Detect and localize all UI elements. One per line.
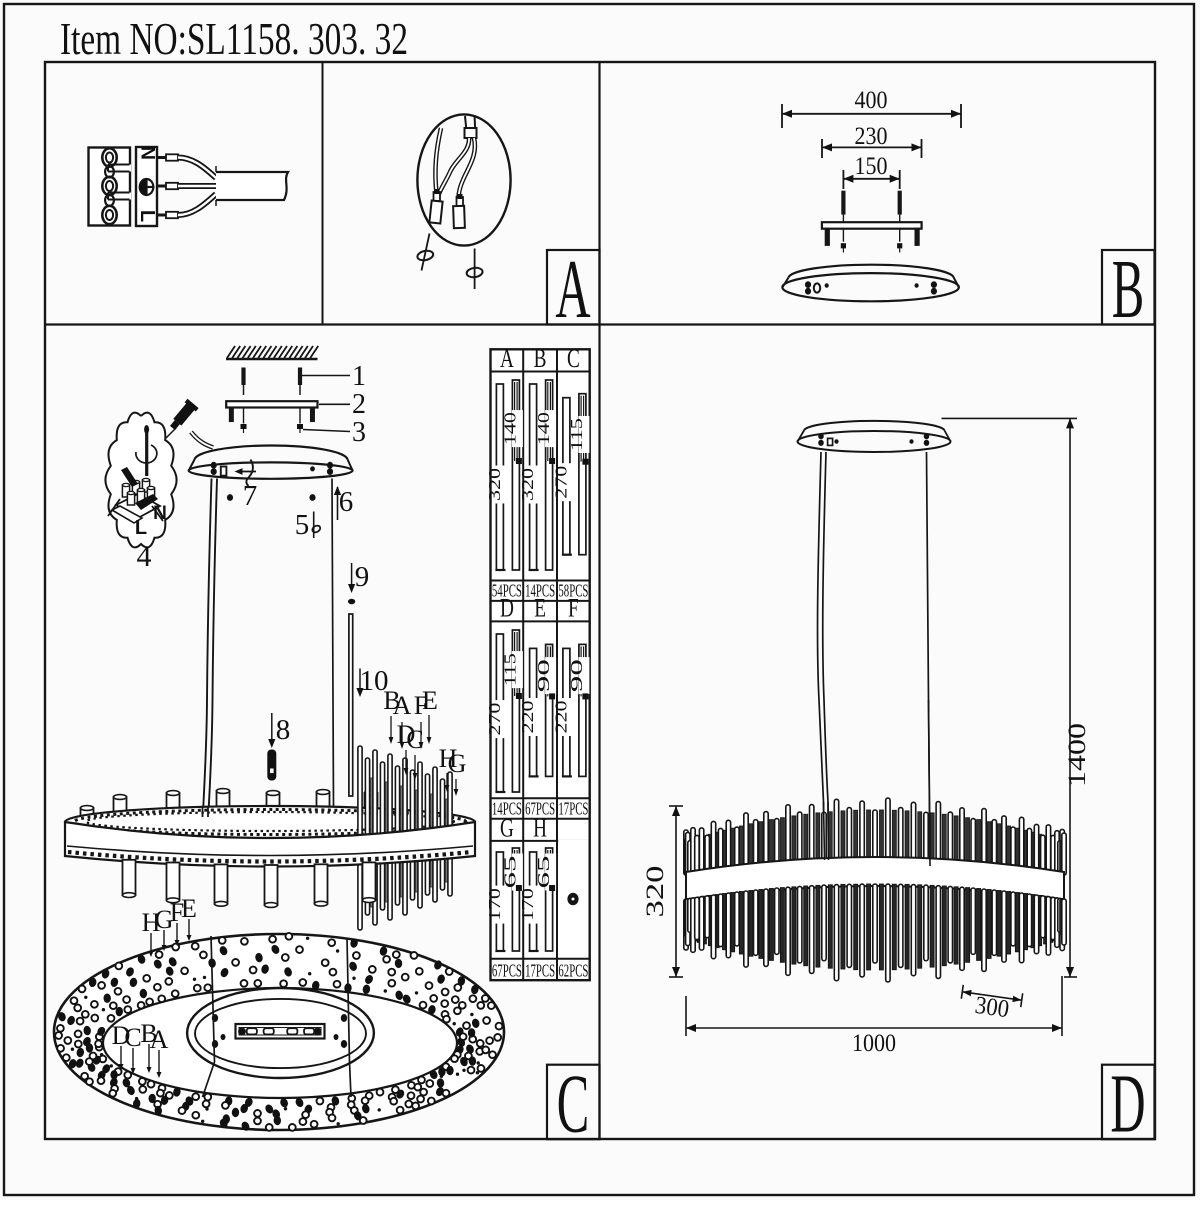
svg-text:320: 320 — [485, 468, 504, 501]
svg-text:62PCS: 62PCS — [558, 961, 588, 981]
svg-text:320: 320 — [642, 866, 669, 918]
svg-text:150: 150 — [855, 153, 888, 180]
svg-text:D: D — [1110, 1057, 1145, 1150]
svg-text:90: 90 — [567, 659, 586, 692]
svg-text:270: 270 — [551, 466, 570, 499]
svg-text:B: B — [140, 1019, 157, 1048]
svg-text:65: 65 — [501, 856, 520, 889]
svg-text:270: 270 — [485, 703, 504, 736]
svg-text:E: E — [534, 594, 546, 622]
svg-text:90: 90 — [534, 659, 553, 692]
svg-text:115: 115 — [501, 653, 520, 686]
svg-text:17PCS: 17PCS — [525, 961, 555, 981]
svg-text:6: 6 — [339, 486, 354, 518]
svg-text:B: B — [534, 344, 547, 372]
svg-text:65: 65 — [534, 856, 553, 889]
svg-text:14PCS: 14PCS — [525, 581, 555, 601]
svg-text:140: 140 — [501, 412, 520, 445]
svg-text:17PCS: 17PCS — [558, 799, 588, 819]
svg-text:10: 10 — [360, 665, 389, 697]
svg-text:E: E — [181, 894, 197, 923]
svg-text:7: 7 — [243, 480, 258, 512]
svg-text:2: 2 — [352, 389, 366, 420]
svg-text:C: C — [124, 1023, 141, 1052]
svg-text:8: 8 — [276, 714, 291, 746]
svg-text:140: 140 — [534, 412, 553, 445]
svg-text:170: 170 — [518, 888, 537, 921]
svg-text:C: C — [567, 344, 580, 372]
svg-text:5: 5 — [295, 509, 310, 541]
svg-text:L: L — [136, 210, 158, 222]
svg-text:115: 115 — [567, 418, 586, 451]
svg-text:67PCS: 67PCS — [525, 799, 555, 819]
svg-text:14PCS: 14PCS — [492, 799, 522, 819]
svg-text:A: A — [150, 1025, 169, 1054]
svg-text:1: 1 — [352, 361, 366, 392]
svg-text:E: E — [422, 686, 438, 715]
svg-text:F: F — [568, 594, 579, 622]
svg-text:1000: 1000 — [852, 1030, 896, 1057]
svg-text:320: 320 — [518, 468, 537, 501]
svg-text:B: B — [383, 686, 400, 715]
svg-text:220: 220 — [518, 701, 537, 734]
svg-text:3: 3 — [352, 417, 366, 448]
svg-text:54PCS: 54PCS — [492, 581, 522, 601]
svg-text:Item NO:SL1158. 303. 32: Item NO:SL1158. 303. 32 — [60, 13, 408, 64]
svg-text:G: G — [448, 749, 467, 778]
svg-text:4: 4 — [137, 540, 152, 573]
svg-text:170: 170 — [485, 888, 504, 921]
svg-text:A: A — [393, 691, 412, 720]
svg-text:300: 300 — [973, 992, 1010, 1023]
svg-text:1400: 1400 — [1064, 723, 1091, 787]
svg-text:C: C — [557, 1057, 589, 1150]
svg-text:G: G — [155, 905, 174, 934]
svg-text:G: G — [500, 814, 514, 842]
svg-text:D: D — [397, 720, 416, 749]
svg-text:A: A — [500, 344, 514, 372]
svg-text:F: F — [170, 898, 184, 927]
svg-text:H: H — [439, 744, 458, 773]
svg-text:400: 400 — [855, 87, 888, 114]
svg-text:A: A — [555, 242, 590, 335]
svg-text:F: F — [414, 691, 428, 720]
svg-text:230: 230 — [855, 123, 888, 150]
svg-text:D: D — [500, 594, 514, 622]
svg-text:67PCS: 67PCS — [492, 961, 522, 981]
svg-text:N: N — [137, 146, 158, 160]
svg-text:C: C — [406, 725, 423, 754]
svg-text:B: B — [1112, 242, 1144, 335]
svg-text:58PCS: 58PCS — [558, 581, 588, 601]
svg-text:N: N — [153, 503, 167, 524]
svg-text:D: D — [112, 1021, 131, 1050]
svg-text:220: 220 — [551, 701, 570, 734]
svg-text:H: H — [533, 814, 547, 842]
svg-text:H: H — [142, 908, 161, 937]
svg-text:L: L — [135, 517, 147, 539]
svg-text:9: 9 — [355, 561, 370, 593]
